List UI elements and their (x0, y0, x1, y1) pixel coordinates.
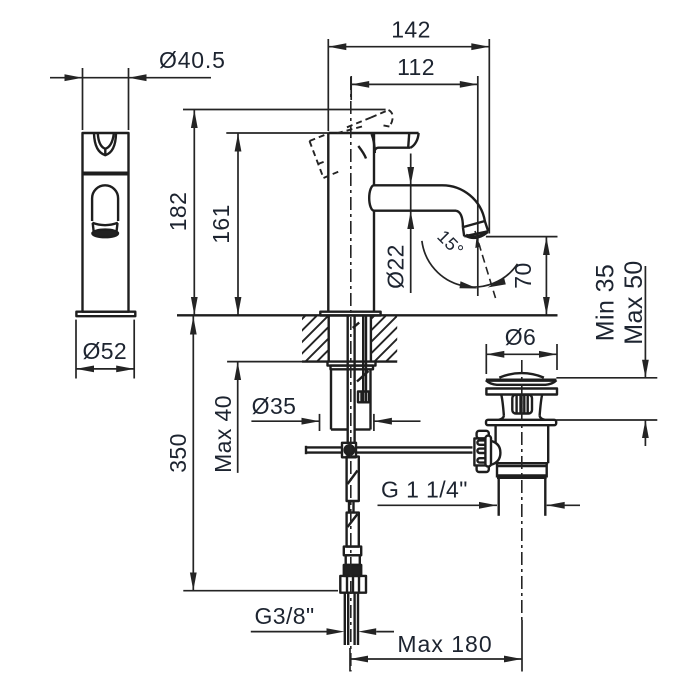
svg-text:Max 40: Max 40 (210, 395, 236, 473)
svg-text:70: 70 (510, 262, 536, 288)
svg-text:Max 50: Max 50 (620, 260, 648, 344)
svg-text:112: 112 (397, 54, 435, 80)
svg-text:161: 161 (208, 204, 234, 244)
svg-text:Ø35: Ø35 (252, 393, 297, 419)
svg-text:G 1 1/4": G 1 1/4" (381, 477, 468, 503)
svg-text:Min 35: Min 35 (592, 264, 620, 341)
svg-text:G3/8": G3/8" (254, 603, 314, 629)
svg-text:142: 142 (391, 17, 431, 43)
svg-text:350: 350 (165, 433, 191, 473)
svg-text:Ø6: Ø6 (505, 324, 536, 350)
svg-text:182: 182 (165, 192, 191, 232)
svg-text:Ø52: Ø52 (82, 338, 127, 364)
svg-text:Ø40.5: Ø40.5 (159, 47, 226, 73)
svg-text:Max 180: Max 180 (397, 631, 492, 657)
svg-text:Ø22: Ø22 (383, 244, 409, 289)
